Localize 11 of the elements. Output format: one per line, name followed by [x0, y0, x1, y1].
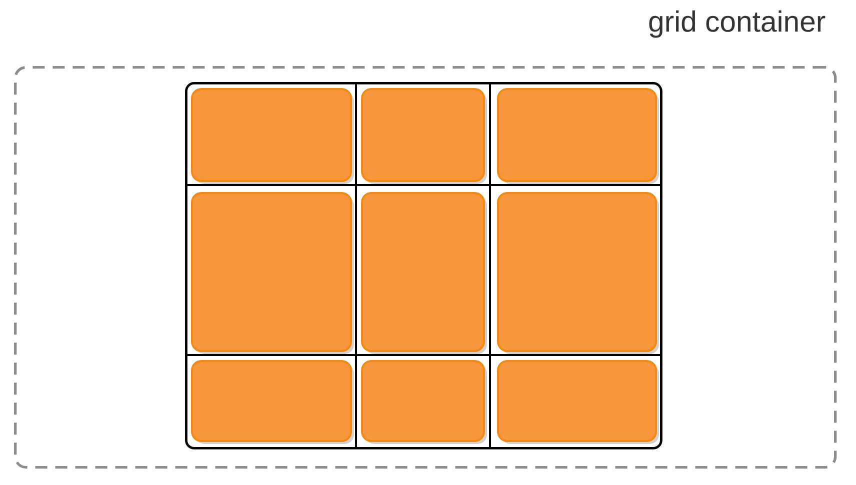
- grid-item: [497, 192, 659, 354]
- container-label: grid container: [649, 10, 826, 38]
- grid-item: [497, 360, 659, 444]
- grid-item: [361, 360, 487, 444]
- grid-item: [191, 360, 354, 444]
- grid-item: [191, 88, 354, 184]
- grid-item: [497, 88, 659, 184]
- grid-item: [361, 88, 487, 184]
- grid-item: [361, 192, 487, 354]
- dashed-container: [14, 66, 837, 469]
- grid-item: [191, 192, 354, 354]
